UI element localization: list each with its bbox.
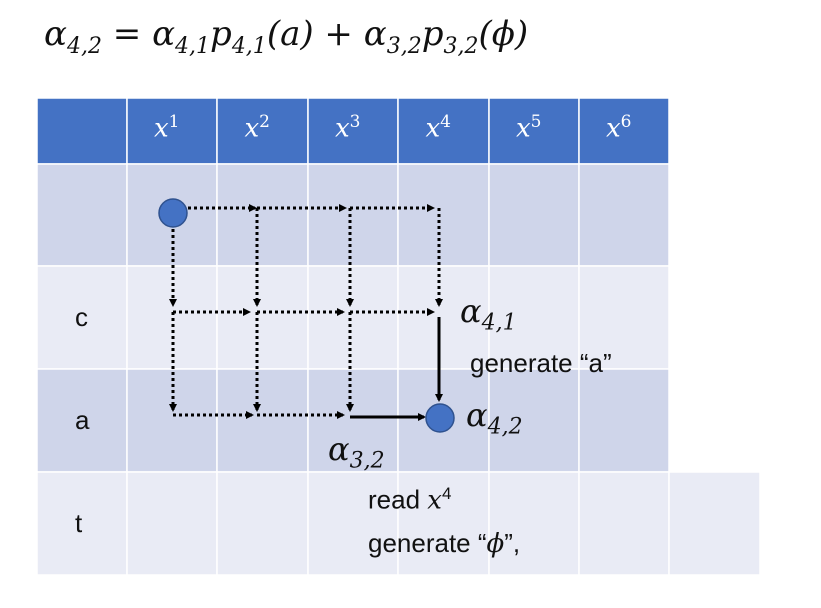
alpha-4-2-label: α4,2 [466, 396, 523, 439]
formula-t1-p-sub: 4,1 [231, 33, 267, 59]
alpha-4-2-sym: α [466, 396, 488, 434]
grid-cell [307, 368, 399, 473]
alpha-4-2-sub: 4,2 [487, 414, 523, 440]
generate-phi-prefix: generate “ [368, 528, 487, 558]
generate-phi-suffix: ”, [504, 528, 521, 558]
grid-cell [216, 471, 309, 576]
read-idx: 4 [441, 484, 452, 503]
grid-cell [307, 163, 399, 267]
grid-cell [36, 163, 128, 267]
read-prefix: read [368, 484, 428, 515]
column-header-x5: x5 [516, 112, 542, 144]
alpha-4-1-label: α4,1 [460, 292, 517, 335]
column-var: x [244, 113, 260, 144]
formula-t1: α [152, 14, 176, 54]
formula-t1-p: p [210, 14, 232, 54]
column-var: x [335, 113, 350, 144]
formula-lhs: α [44, 14, 67, 54]
grid-cell [36, 368, 128, 473]
column-var: x [606, 113, 621, 144]
grid-cell [578, 471, 670, 576]
formula-t2: α [363, 14, 387, 54]
grid-cell [216, 368, 309, 473]
grid-cell [578, 368, 670, 473]
column-idx: 1 [168, 112, 180, 132]
grid-cell [668, 471, 761, 576]
alpha-3-2-sub: 3,2 [349, 448, 385, 474]
formula-plus: + [313, 14, 364, 54]
formula-t1-arg: (a) [266, 14, 314, 54]
alpha-4-1-sym: α [460, 292, 482, 330]
column-var: x [516, 113, 531, 144]
generate-phi-sym: ϕ [486, 529, 505, 559]
column-header-x6: x6 [606, 112, 632, 144]
column-var: x [425, 113, 441, 144]
header-cell [36, 97, 128, 165]
alpha-3-2-sym: α [328, 430, 350, 468]
column-idx: 5 [530, 112, 542, 132]
formula-t2-p-sub: 3,2 [443, 33, 479, 59]
column-idx: 2 [259, 112, 270, 132]
alpha-4-1-sub: 4,1 [481, 310, 517, 336]
header-cell [216, 97, 309, 165]
formula-t2-arg: (ϕ) [478, 14, 529, 54]
start-node [158, 198, 188, 228]
row-label-c: c [75, 301, 88, 332]
formula-lhs-sub: 4,2 [66, 33, 102, 59]
row-label-a: a [75, 404, 90, 435]
column-idx: 4 [440, 112, 451, 132]
grid-cell [578, 163, 670, 267]
grid-cell [126, 265, 218, 370]
column-header-x2: x2 [245, 112, 271, 144]
grid-cell [488, 471, 580, 576]
formula-eq: = [101, 14, 153, 54]
column-header-x3: x3 [335, 112, 361, 144]
grid-cell [36, 265, 128, 370]
formula-t2-sub: 3,2 [386, 33, 422, 59]
alpha-4-2-node [425, 403, 455, 433]
column-header-x1: x1 [154, 112, 180, 144]
formula-t1-sub: 4,1 [175, 33, 211, 59]
grid-cell [578, 265, 670, 370]
grid-cell [397, 163, 490, 267]
column-idx: 3 [349, 112, 361, 132]
header-cell [397, 97, 490, 165]
column-var: x [154, 113, 169, 144]
grid-cell [216, 265, 309, 370]
generate-phi-label: generate “ϕ”, [368, 528, 520, 559]
grid-cell [488, 163, 580, 267]
read-var: x [427, 485, 442, 516]
read-x4-label: read x4 [368, 484, 451, 516]
grid-cell [397, 471, 490, 576]
grid-cell [397, 265, 490, 370]
grid-cell [216, 163, 309, 267]
alpha-3-2-label: α3,2 [328, 430, 385, 473]
formula-t2-p: p [421, 14, 444, 54]
grid-cell [488, 265, 580, 370]
generate-a-label: generate “a” [470, 348, 612, 378]
row-label-t: t [75, 507, 83, 538]
header-cell [578, 97, 670, 165]
formula: α4,2 = α4,1p4,1(a) + α3,2p3,2(ϕ) [44, 14, 528, 59]
grid-cell [307, 265, 399, 370]
column-header-x4: x4 [426, 112, 452, 144]
column-idx: 6 [620, 112, 632, 132]
grid-cell [307, 471, 399, 576]
grid-cell [126, 471, 218, 576]
grid-cell [36, 471, 128, 576]
